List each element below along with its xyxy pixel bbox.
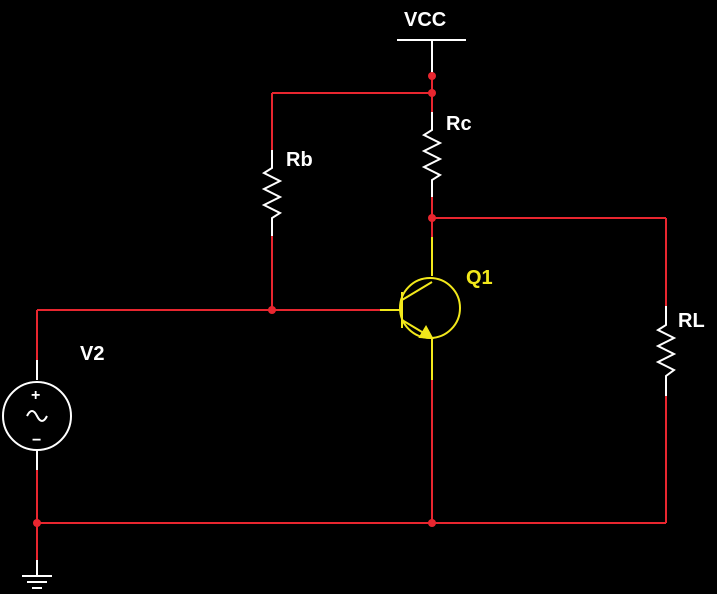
resistor-rc bbox=[421, 112, 443, 197]
junction-vcc bbox=[428, 72, 436, 80]
junction-base bbox=[268, 306, 276, 314]
ground-icon bbox=[22, 560, 52, 589]
transistor-q1 bbox=[380, 237, 461, 380]
resistor-rl bbox=[655, 306, 677, 396]
rc-label: Rc bbox=[446, 113, 472, 135]
resistor-rb bbox=[261, 150, 283, 236]
v2-minus-sign: − bbox=[32, 432, 41, 449]
junction-ground-left bbox=[33, 519, 41, 527]
junction-ground-mid bbox=[428, 519, 436, 527]
rl-label: RL bbox=[678, 310, 705, 332]
q1-emitter-arrow bbox=[418, 324, 434, 340]
v2-label: V2 bbox=[80, 343, 104, 365]
q1-label: Q1 bbox=[466, 267, 493, 289]
vcc-supply bbox=[397, 39, 466, 76]
ac-source-v2 bbox=[2, 360, 72, 470]
vcc-label: VCC bbox=[404, 9, 446, 31]
rb-label: Rb bbox=[286, 149, 313, 171]
junction-collector bbox=[428, 214, 436, 222]
junctions bbox=[33, 72, 436, 527]
wires bbox=[36, 76, 667, 560]
q1-collector-inner bbox=[401, 281, 433, 301]
junction-top bbox=[428, 89, 436, 97]
v2-plus-sign: + bbox=[31, 387, 40, 404]
sine-wave-icon bbox=[26, 410, 48, 422]
